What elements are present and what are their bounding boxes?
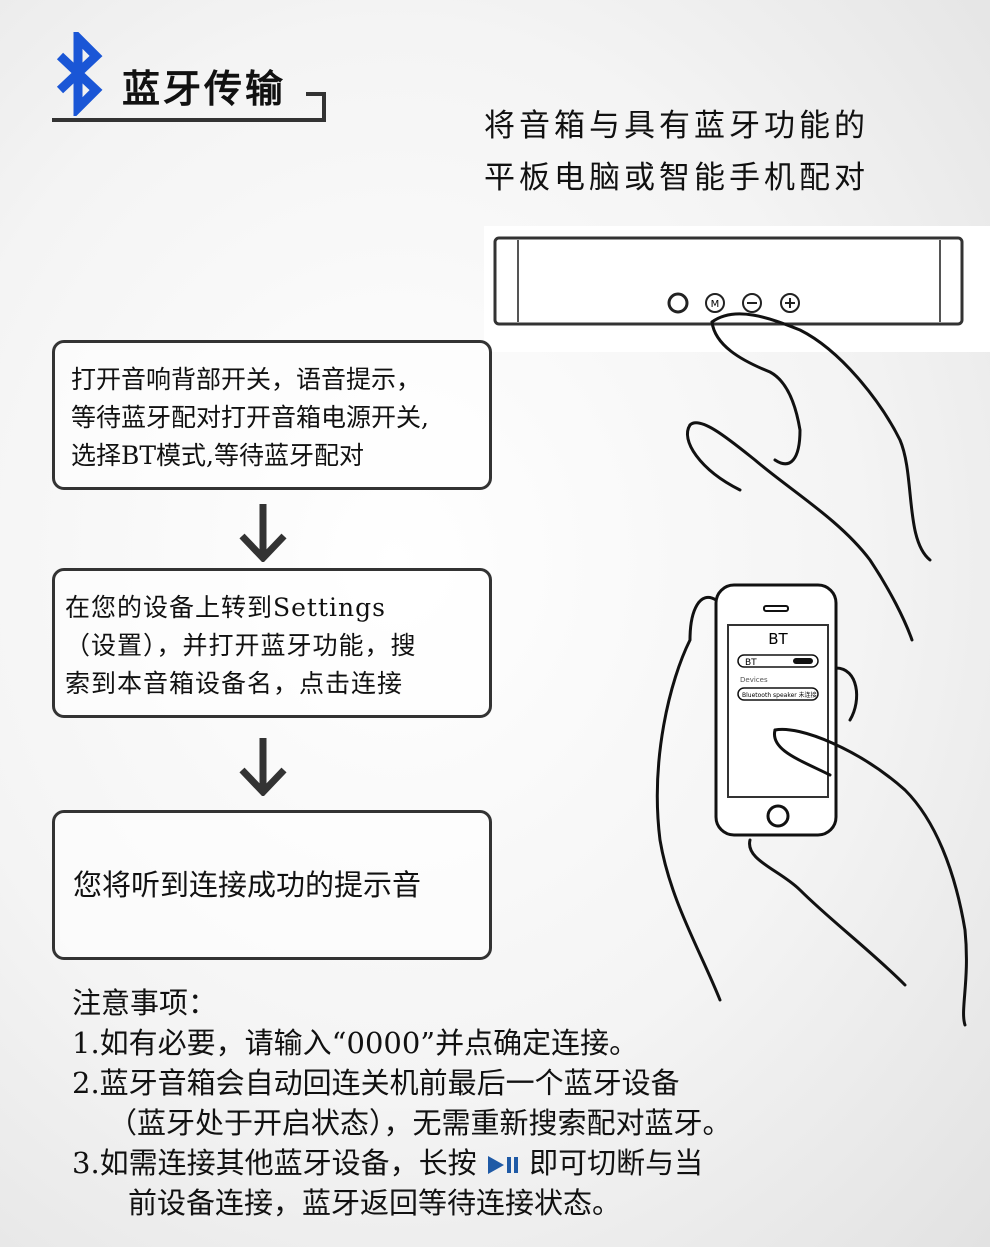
- note-item-1: 1.如有必要，请输入“0000”并点确定连接。: [72, 1026, 639, 1060]
- phone-illustration: BT BT Devices Bluetooth speaker 未连接: [714, 583, 838, 837]
- home-button-icon: [766, 804, 790, 828]
- play-pause-icon: [487, 1156, 518, 1174]
- device-list-item: Bluetooth speaker 未连接: [742, 691, 817, 699]
- step-1-line: 选择BT模式,等待蓝牙配对: [71, 441, 364, 470]
- note-item-3-cont: 前设备连接，蓝牙返回等待连接状态。: [128, 1186, 622, 1220]
- intro-text: 将音箱与具有蓝牙功能的 平板电脑或智能手机配对: [484, 100, 869, 204]
- svg-text:Devices: Devices: [740, 676, 768, 684]
- pairing-illustration: M BT BT Devices Bluetooth speaker 未连接: [484, 226, 990, 1027]
- power-button-icon: [667, 292, 689, 314]
- svg-text:M: M: [711, 299, 720, 310]
- notes-heading: 注意事项：: [72, 986, 218, 1020]
- title-underline-hook: [306, 92, 326, 122]
- mode-button-icon: [705, 293, 725, 313]
- hand-press-illustration: [686, 312, 932, 642]
- step-2-box: 在您的设备上转到Settings （设置），并打开蓝牙功能，搜 索到本音箱设备名…: [52, 568, 492, 718]
- intro-line-2: 平板电脑或智能手机配对: [484, 160, 869, 196]
- page-title: 蓝牙传输: [122, 67, 287, 111]
- bt-toggle-label: BT: [745, 658, 757, 668]
- notes-section: 注意事项： 1.如有必要，请输入“0000”并点确定连接。 2.蓝牙音箱会自动回…: [72, 983, 732, 1223]
- step-3-line: 您将听到连接成功的提示音: [73, 868, 422, 902]
- speaker-illustration: M: [493, 236, 964, 326]
- step-2-line: 在您的设备上转到Settings: [65, 593, 386, 622]
- volume-down-icon: [742, 293, 762, 313]
- arrow-down-icon: [239, 504, 287, 562]
- note-item-3: 3.如需连接其他蓝牙设备，长按 即可切断与当: [72, 1146, 704, 1180]
- step-3-box: 您将听到连接成功的提示音: [52, 810, 492, 960]
- volume-up-icon: [780, 293, 800, 313]
- arrow-down-icon: [239, 738, 287, 796]
- title-underline: [52, 118, 326, 122]
- step-1-line: 等待蓝牙配对打开音箱电源开关,: [71, 403, 429, 432]
- bt-toggle-switch: [793, 658, 813, 664]
- bluetooth-icon: [56, 32, 103, 116]
- step-1-box: 打开音响背部开关，语音提示， 等待蓝牙配对打开音箱电源开关, 选择BT模式,等待…: [52, 340, 492, 490]
- intro-line-1: 将音箱与具有蓝牙功能的: [484, 108, 869, 144]
- step-2-line: 索到本音箱设备名，点击连接: [65, 669, 404, 698]
- note-item-2-cont: （蓝牙处于开启状态），无需重新搜索配对蓝牙。: [108, 1106, 732, 1140]
- step-2-line: （设置），并打开蓝牙功能，搜: [65, 631, 417, 660]
- hand-hold-illustration: [655, 596, 968, 1027]
- note-item-2: 2.蓝牙音箱会自动回连关机前最后一个蓝牙设备: [72, 1066, 680, 1100]
- step-1-line: 打开音响背部开关，语音提示，: [71, 365, 422, 394]
- phone-screen-title: BT: [768, 630, 788, 648]
